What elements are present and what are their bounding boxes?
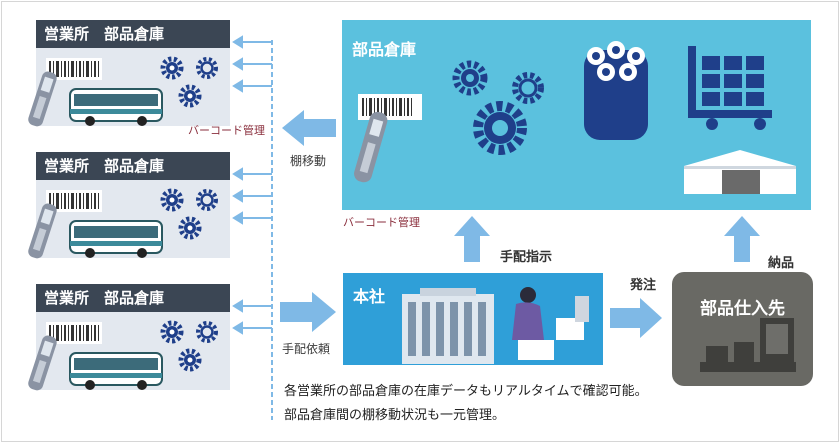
caption-line-1: 各営業所の部品倉庫の在庫データもリアルタイムで確認可能。 [284, 384, 648, 399]
conveyor-icon [700, 318, 796, 372]
main-warehouse-title: 部品倉庫 [352, 40, 417, 59]
office-building-icon [402, 288, 494, 364]
cart-icon [688, 46, 772, 130]
supplier-title: 部品仕入先 [700, 299, 785, 319]
branch-office-2: 営業所 部品倉庫 [36, 152, 230, 258]
gear-outline-icon [512, 72, 544, 104]
scanner-icon [354, 111, 388, 183]
barcode-label-main: バーコード管理 [343, 216, 420, 229]
branch-title: 営業所 部品倉庫 [36, 20, 230, 48]
branch-title: 営業所 部品倉庫 [36, 152, 230, 180]
barcode-icon [358, 94, 422, 120]
headquarters-title: 本社 [353, 287, 386, 306]
branch-title: 営業所 部品倉庫 [36, 284, 230, 312]
label-hatchu: 発注 [630, 278, 657, 293]
parts-rolls-icon [584, 41, 648, 140]
gear-large-icon [473, 101, 527, 155]
label-tana-ido: 棚移動 [290, 154, 327, 168]
label-tehai-shiji: 手配指示 [500, 250, 553, 265]
office-worker-icon [512, 287, 589, 360]
caption-line-2: 部品倉庫間の棚移動状況も一元管理。 [284, 408, 506, 423]
branch-office-3: 営業所 部品倉庫 [36, 284, 230, 390]
barcode-label-branch: バーコード管理 [188, 124, 265, 137]
label-tehai-irai: 手配依頼 [282, 342, 331, 356]
label-nouhin: 納品 [768, 256, 795, 271]
gear-icon [452, 60, 488, 96]
warehouse-icon [684, 150, 796, 194]
